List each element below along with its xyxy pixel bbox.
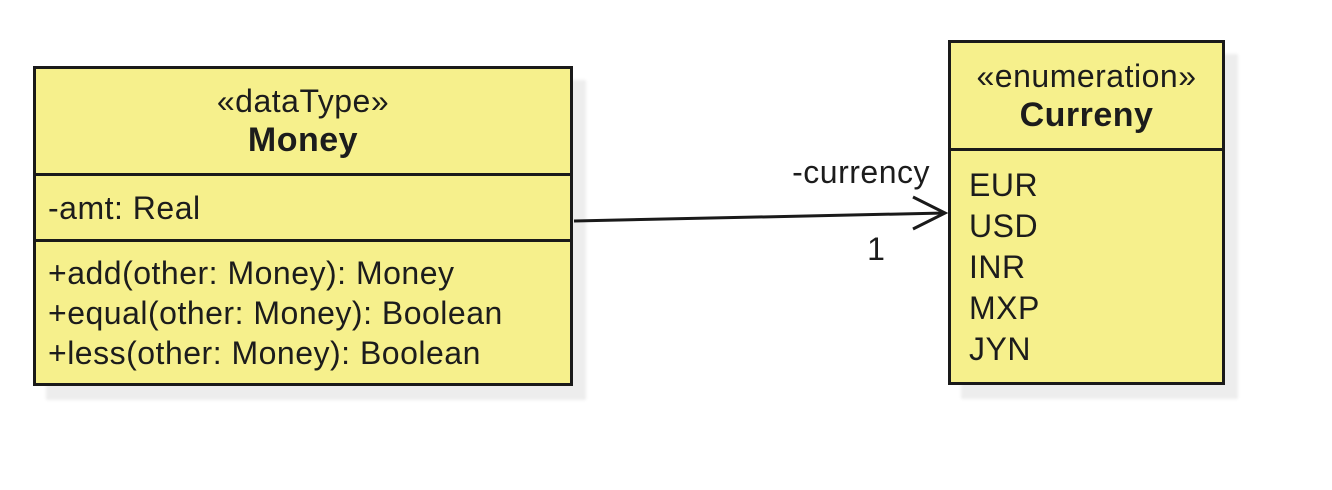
class-money-operations-compartment: +add(other: Money): Money +equal(other: … [36,239,570,383]
attribute-amt: -amt: Real [48,189,201,226]
enum-curreny: «enumeration» Curreny EUR USD INR MXP JY… [948,40,1225,385]
association-role-label: -currency [792,154,930,190]
literal-inr: INR [969,249,1026,285]
literal-jyn: JYN [969,331,1031,367]
operation-equal: +equal(other: Money): Boolean [48,294,503,331]
association-line [573,211,946,223]
enum-curreny-header: «enumeration» Curreny [951,43,1222,148]
enum-curreny-stereotype: «enumeration» [976,57,1197,94]
operation-add: +add(other: Money): Money [48,254,455,291]
association-multiplicity: 1 [867,231,885,267]
literal-eur: EUR [969,167,1039,203]
enum-curreny-name: Curreny [1019,95,1154,134]
class-money: «dataType» Money -amt: Real +add(other: … [33,66,573,386]
literal-mxp: MXP [969,290,1040,326]
operation-less: +less(other: Money): Boolean [48,334,481,371]
class-money-stereotype: «dataType» [216,83,390,119]
enum-curreny-literals-compartment: EUR USD INR MXP JYN [951,148,1222,382]
class-money-header: «dataType» Money [36,69,570,173]
class-money-attributes-compartment: -amt: Real [36,173,570,239]
class-money-name: Money [247,121,359,159]
open-arrowhead-icon [912,195,949,231]
literal-usd: USD [969,208,1039,244]
